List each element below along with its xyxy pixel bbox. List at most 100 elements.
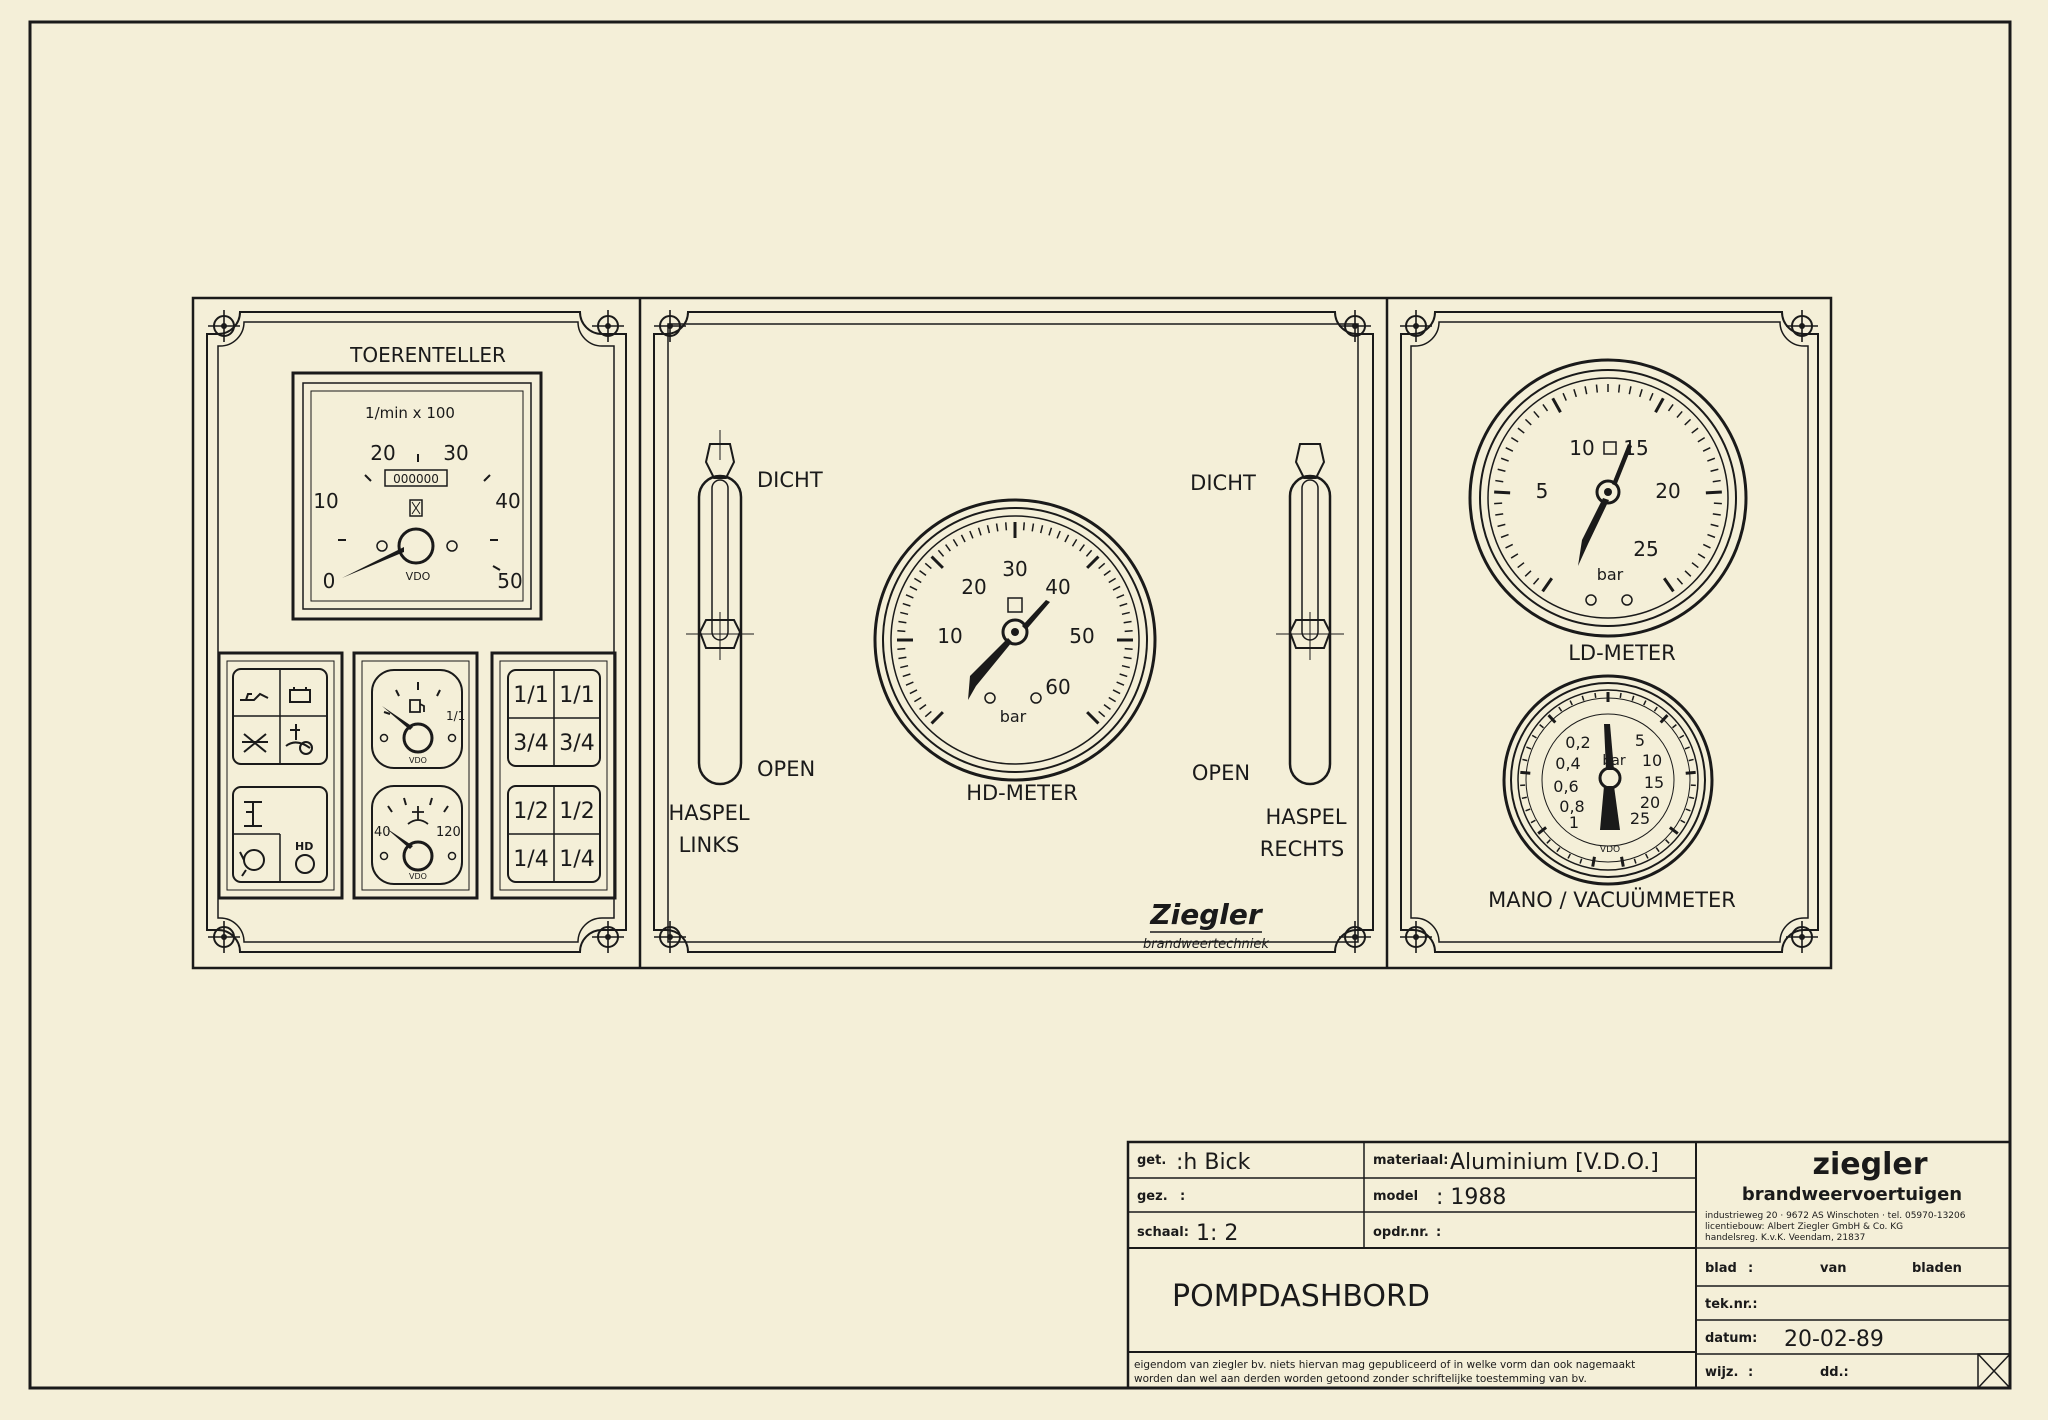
- dial-tick: [945, 544, 951, 552]
- dial-tick: [897, 629, 906, 633]
- hd-warning-label: HD: [295, 840, 313, 853]
- dial-tick: [1628, 386, 1632, 395]
- dial-tick: [1510, 436, 1519, 443]
- vac-tick-25: 25: [1630, 809, 1650, 828]
- dial-tick: [1112, 585, 1121, 591]
- dial-tick: [1659, 714, 1669, 724]
- dial-tick: [902, 602, 911, 607]
- dial-tick: [1521, 796, 1527, 800]
- dial-tick: [1525, 808, 1531, 812]
- toerenteller-label: TOERENTELLER: [349, 343, 506, 367]
- dial-tick: [1551, 397, 1562, 414]
- temp-needle: [386, 828, 413, 849]
- vac-meter-needle: [1604, 724, 1614, 770]
- tachometer-tick-20: 20: [370, 441, 395, 465]
- dial-tick: [1039, 525, 1044, 534]
- opdr-label: opdr.nr.: [1373, 1225, 1429, 1240]
- dial-tick: [1541, 577, 1554, 593]
- dial-tick: [1712, 479, 1721, 483]
- dial-tick: [909, 689, 918, 695]
- dial-tick: [1542, 403, 1549, 412]
- temp-low-label: 40: [374, 825, 391, 840]
- teknr-label: tek.nr.:: [1705, 1297, 1758, 1312]
- tachometer-tick-50: 50: [497, 569, 522, 593]
- wijz-label: wijz.: [1705, 1365, 1738, 1380]
- dial-tick: [1665, 839, 1670, 844]
- oil-can-icon: [240, 692, 269, 701]
- haspel-rechts-open: OPEN: [1192, 761, 1250, 785]
- fuel-gauge-ticks: [383, 682, 441, 715]
- dial-tick: [1684, 570, 1692, 577]
- dial-tick: [1085, 549, 1093, 557]
- dial-tick: [1517, 562, 1525, 569]
- dial-tick: [1684, 418, 1692, 426]
- dial-tick: [1048, 527, 1053, 536]
- datum-value: 20-02-89: [1784, 1327, 1884, 1352]
- dial-tick: [1500, 533, 1509, 539]
- dial-tick: [1653, 706, 1658, 712]
- dial-tick: [1531, 734, 1537, 739]
- opdr-value: :: [1436, 1225, 1441, 1240]
- dial-tick: [1676, 577, 1684, 585]
- dial-tick: [1116, 681, 1125, 686]
- vac-tick-20: 20: [1640, 793, 1660, 812]
- dial-tick: [1494, 490, 1511, 495]
- haspel-links-side: LINKS: [679, 833, 740, 857]
- dial-tick: [1617, 384, 1621, 393]
- tachometer-vdo: VDO: [406, 570, 431, 583]
- dial-tick: [1668, 826, 1679, 835]
- dial-tick: [930, 711, 944, 725]
- vac-tick-1: 1: [1569, 813, 1579, 832]
- tachometer-counter: [384, 469, 448, 487]
- dial-tick: [919, 570, 927, 576]
- right-panel-outline: [1400, 311, 1819, 953]
- fuel-pump-icon: [409, 699, 425, 713]
- tachometer-tick-30: 30: [443, 441, 468, 465]
- dial-tick: [1594, 692, 1597, 699]
- haspel-rechts-lever: [1276, 443, 1344, 786]
- vac-meter-vdo: VDO: [1600, 845, 1620, 855]
- pump-icon: [243, 849, 265, 871]
- haspel-links-label: HASPEL: [668, 801, 749, 825]
- dial-tick: [1638, 388, 1643, 398]
- ziegler-logo-subtext: brandweertechniek: [1143, 937, 1269, 952]
- dial-tick: [905, 594, 914, 599]
- dial-tick: [909, 585, 918, 591]
- gez-label: gez.: [1137, 1189, 1168, 1204]
- vac-tick-0-4: 0,4: [1555, 754, 1580, 773]
- dial-tick: [1633, 858, 1637, 864]
- dial-tick: [1517, 427, 1525, 434]
- dd-label: dd.:: [1820, 1365, 1849, 1380]
- ld-tick-20: 20: [1655, 479, 1680, 503]
- dial-tick: [1645, 853, 1649, 859]
- mano-vacuum-label: MANO / VACUÜMMETER: [1488, 887, 1736, 912]
- dial-tick: [1619, 692, 1622, 699]
- ld-hourglass-icon: [1603, 441, 1617, 455]
- company-address-1: industrieweg 20 · 9672 AS Winschoten · t…: [1705, 1211, 1966, 1221]
- dial-tick: [1691, 427, 1699, 434]
- hd-tick-30: 30: [1002, 557, 1027, 581]
- vac-tick-10: 10: [1642, 751, 1662, 770]
- dial-tick: [1071, 538, 1078, 547]
- dial-tick: [930, 555, 944, 569]
- dial-tick: [900, 664, 909, 669]
- haspel-rechts-side: RECHTS: [1260, 837, 1344, 861]
- dial-tick: [900, 611, 909, 616]
- dial-tick: [913, 696, 922, 703]
- ld-meter: 5 10 15 20 25 bar: [1468, 358, 1748, 638]
- temp-gauge-ticks: [387, 797, 449, 813]
- dial-tick: [1595, 384, 1599, 393]
- dial-tick: [1123, 656, 1132, 660]
- vac-tick-5: 5: [1635, 731, 1645, 750]
- fraction-top-4: 3/4: [559, 731, 594, 756]
- dial-tick: [977, 527, 982, 536]
- dial-tick: [1524, 418, 1532, 426]
- hd-meter-unit: bar: [1000, 707, 1027, 726]
- dial-tick: [1688, 758, 1694, 762]
- dial-tick: [1103, 570, 1111, 576]
- hd-tick-60: 60: [1045, 675, 1070, 699]
- dial-tick: [905, 681, 914, 686]
- dial-tick: [1707, 457, 1716, 462]
- dial-tick: [1654, 397, 1665, 414]
